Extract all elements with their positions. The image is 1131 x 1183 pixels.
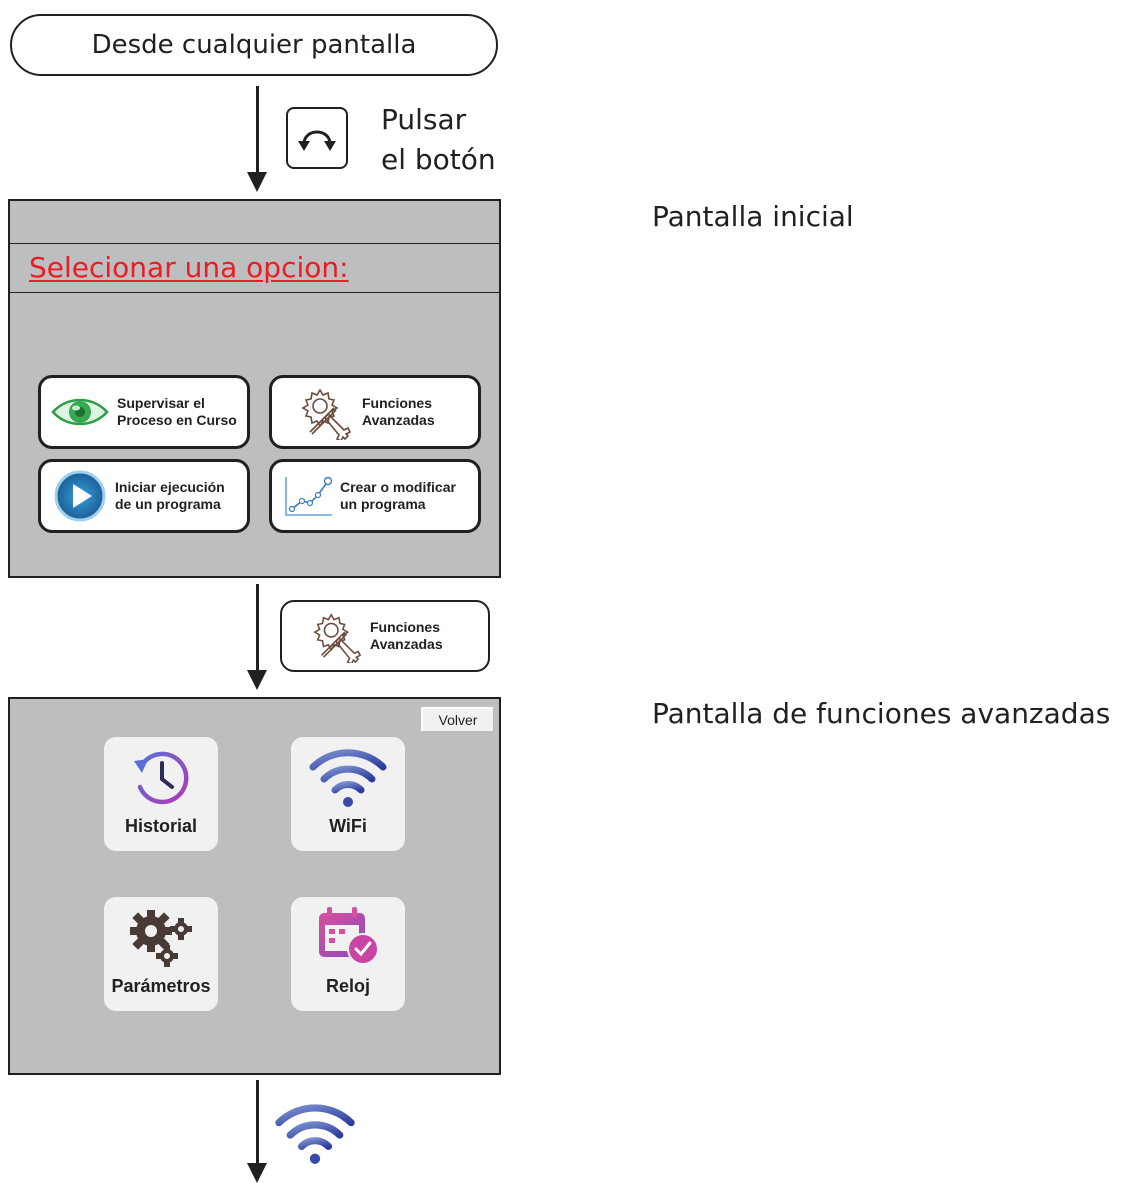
tile-parameters[interactable]: Parámetros [104,897,218,1011]
button-label-line1: Crear o modificar [340,479,456,495]
advanced-screen-caption: Pantalla de funciones avanzadas [652,697,1111,730]
initial-screen-caption: Pantalla inicial [652,200,854,233]
line-chart-icon [285,476,333,516]
create-program-button[interactable]: Crear o modificar un programa [269,459,481,533]
monitor-process-button[interactable]: Supervisar el Proceso en Curso [38,375,250,449]
button-label-line1: Funciones [370,619,441,635]
eye-icon [51,398,109,426]
start-label: Desde cualquier pantalla [91,30,417,60]
button-label-line2: Proceso en Curso [117,412,237,428]
history-clock-icon [134,751,189,805]
button-label-line2: Avanzadas [370,636,443,652]
advanced-functions-button[interactable]: Funciones Avanzadas [269,375,481,449]
play-icon [54,470,106,522]
button-label-line1: Iniciar ejecución [115,479,225,495]
advanced-functions-step-button[interactable]: Funciones Avanzadas [280,600,490,672]
tile-wifi[interactable]: WiFi [291,737,405,851]
step1-line2: el botón [381,143,496,176]
tools-icon [301,388,352,440]
rotate-key-button[interactable] [286,107,348,169]
step1-instruction: Pulsar el botón [381,100,496,180]
calendar-clock-icon [319,907,379,965]
tile-clock[interactable]: Reloj [291,897,405,1011]
button-label-line1: Funciones [362,395,433,411]
button-label-line2: Avanzadas [362,412,435,428]
wifi-icon[interactable] [272,1100,358,1166]
divider [10,292,499,293]
rotate-arrows-icon [298,130,336,151]
tile-label: Reloj [325,976,370,996]
start-node: Desde cualquier pantalla [10,14,498,76]
tools-icon [313,613,362,663]
tile-history[interactable]: Historial [104,737,218,851]
gears-icon [130,910,192,967]
step1-line1: Pulsar [381,103,467,136]
screen-title: Selecionar una opcion: [29,251,349,284]
button-label-line2: de un programa [115,496,221,512]
advanced-functions-screen: Volver Historial WiFi [8,697,501,1075]
button-label-line1: Supervisar el [117,395,205,411]
back-button[interactable]: Volver [421,707,493,731]
wifi-icon [309,749,387,807]
start-program-button[interactable]: Iniciar ejecución de un programa [38,459,250,533]
tile-label: WiFi [329,816,367,836]
tile-label: Historial [124,816,198,836]
initial-screen: Selecionar una opcion: Supervisar el Pro… [8,199,501,578]
divider [10,243,499,244]
tile-label: Parámetros [111,976,211,996]
button-label-line2: un programa [340,496,426,512]
